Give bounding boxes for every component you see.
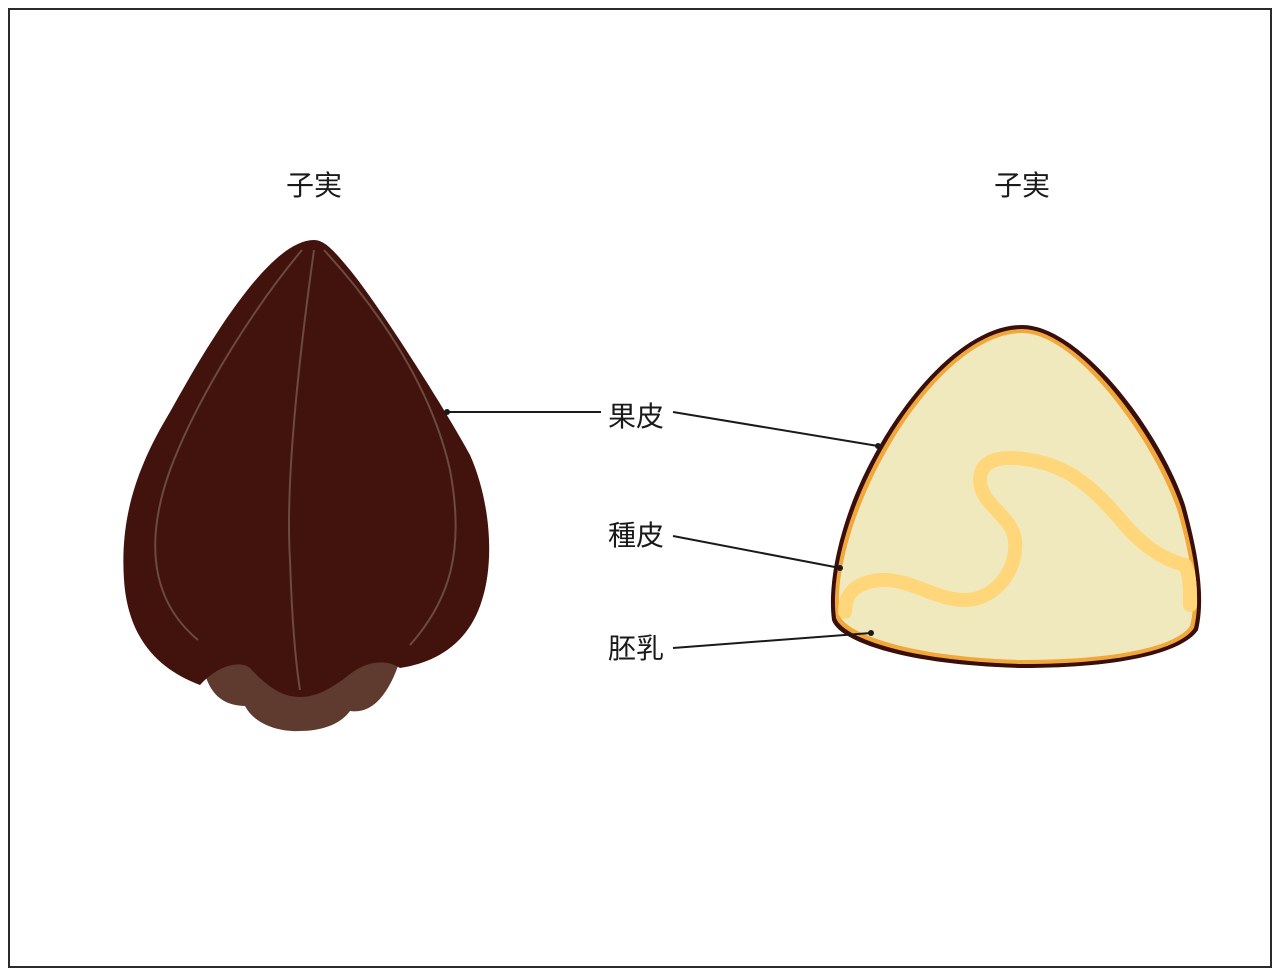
left-title: 子実: [286, 169, 342, 202]
pericarp-label: 果皮: [608, 400, 664, 433]
seed-coat-dot: [837, 565, 843, 571]
whole-seed: [123, 240, 489, 731]
endosperm-dot: [868, 630, 874, 636]
seed-coat-leader: [673, 536, 840, 568]
endosperm-region: [839, 333, 1193, 660]
seed-coat-label: 種皮: [608, 519, 664, 552]
pericarp-leader-right: [673, 412, 878, 446]
pericarp-dot-right: [875, 443, 881, 449]
seed-section: [831, 325, 1201, 668]
pericarp-dot-left: [444, 409, 450, 415]
right-title: 子実: [994, 169, 1050, 202]
endosperm-leader: [673, 633, 871, 648]
endosperm-label: 胚乳: [608, 632, 664, 665]
